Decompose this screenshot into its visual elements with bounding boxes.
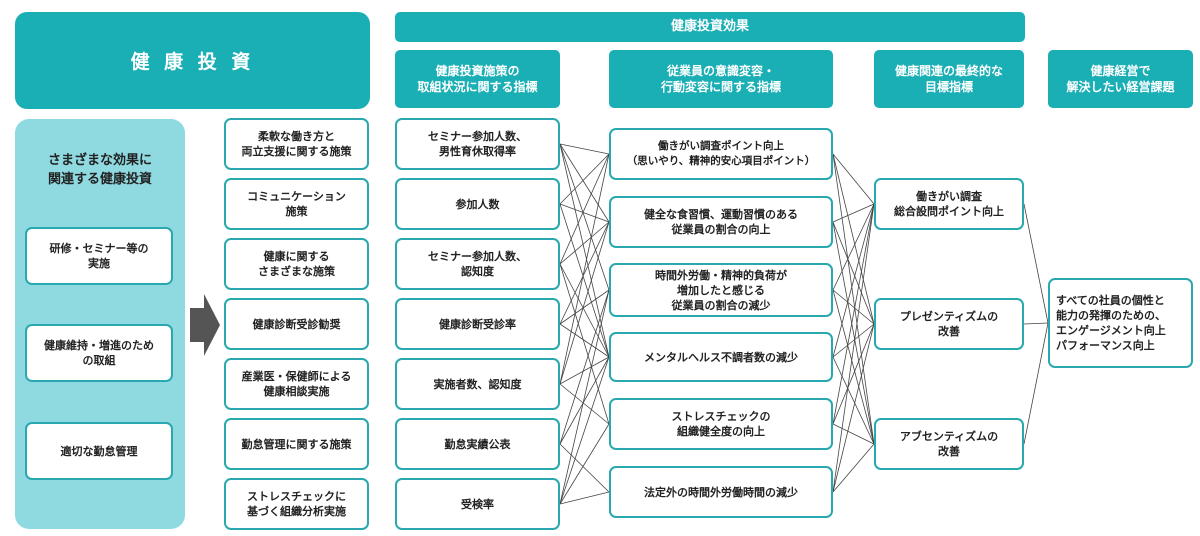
behavior-box: 健全な食習慣、運動習慣のある 従業員の割合の向上 — [609, 196, 833, 248]
goal-box: 働きがい調査 総合設問ポイント向上 — [874, 178, 1024, 230]
connector-line — [1023, 203, 1049, 324]
connector-line — [559, 143, 610, 155]
connector-line — [559, 289, 610, 505]
connector-line — [832, 443, 875, 493]
column-header-measures-indicator: 健康投資施策の 取組状況に関する指標 — [395, 50, 560, 108]
connector-line — [559, 221, 610, 385]
connector-line — [832, 221, 875, 445]
measure-box: ストレスチェックに 基づく組織分析実施 — [224, 478, 369, 530]
connector-line — [559, 263, 610, 425]
measure-box: 柔軟な働き方と 両立支援に関する施策 — [224, 118, 369, 170]
behavior-box: ストレスチェックの 組織健全度の向上 — [609, 398, 833, 450]
connector-line — [832, 323, 875, 425]
column-header-text: 健康経営で 解決したい経営課題 — [1066, 64, 1175, 94]
connector-line — [832, 203, 875, 358]
indicator-box: 実施者数、認知度 — [395, 358, 560, 410]
connector-line — [559, 203, 610, 358]
column-header-text: 健康関連の最終的な 目標指標 — [894, 64, 1003, 94]
connector-line — [559, 143, 610, 358]
connector-line — [559, 153, 610, 205]
indicator-box: 受検率 — [395, 478, 560, 530]
behavior-box: 働きがい調査ポイント向上 （思いやり、精神的安心項目ポイント） — [609, 128, 833, 180]
connector-line — [559, 221, 610, 265]
connector-line — [559, 356, 610, 445]
indicator-box: 参加人数 — [395, 178, 560, 230]
connector-line — [1023, 322, 1049, 445]
connector-line — [832, 289, 875, 445]
connector-line — [559, 423, 610, 505]
column-header-business-issue: 健康経営で 解決したい経営課題 — [1048, 50, 1193, 108]
connector-line — [559, 491, 610, 505]
investment-effect-header: 健康投資効果 — [395, 12, 1025, 42]
left-panel-item: 適切な勤怠管理 — [25, 422, 173, 480]
indicator-box: 健康診断受診率 — [395, 298, 560, 350]
connector-line — [559, 203, 610, 223]
connector-line — [832, 356, 875, 445]
connector-line — [832, 289, 875, 325]
measure-box: 健康診断受診勧奨 — [224, 298, 369, 350]
connector-line — [559, 356, 610, 505]
connector-line — [832, 153, 875, 445]
connector-line — [832, 203, 875, 291]
connector-line — [832, 203, 875, 223]
right-arrow-icon — [190, 294, 220, 356]
business-issue-box: すべての社員の個性と 能力の発揮のための、 エンゲージメント向上 パフォーマンス… — [1048, 278, 1193, 368]
connector-line — [832, 323, 875, 493]
connector-line — [559, 443, 610, 493]
measure-box: 勤怠管理に関する施策 — [224, 418, 369, 470]
connector-line — [559, 289, 610, 445]
indicator-box: セミナー参加人数、 男性育休取得率 — [395, 118, 560, 170]
measure-box: 産業医・保健師による 健康相談実施 — [224, 358, 369, 410]
connector-line — [832, 203, 875, 493]
behavior-box: 法定外の時間外労働時間の減少 — [609, 466, 833, 518]
connector-line — [832, 323, 875, 358]
connector-line — [832, 221, 875, 325]
left-panel-item: 研修・セミナー等の 実施 — [25, 227, 173, 285]
measure-box: 健康に関する さまざまな施策 — [224, 238, 369, 290]
health-investment-title-text: 健 康 投 資 — [130, 51, 255, 73]
connector-line — [559, 143, 610, 223]
column-header-text: 健康投資施策の 取組状況に関する指標 — [417, 64, 538, 94]
connector-line — [559, 221, 610, 325]
investment-effect-header-text: 健康投資効果 — [670, 19, 749, 34]
connector-line — [559, 143, 610, 291]
left-panel-title: さまざまな効果に 関連する健康投資 — [47, 153, 152, 187]
connector-line — [559, 356, 610, 385]
health-investment-title: 健 康 投 資 — [15, 12, 370, 109]
connector-line — [559, 289, 610, 325]
connector-line — [559, 153, 610, 265]
indicator-box: 勤怠実績公表 — [395, 418, 560, 470]
behavior-box: 時間外労働・精神的負荷が 増加したと感じる 従業員の割合の減少 — [609, 263, 833, 317]
connector-line — [832, 423, 875, 445]
behavior-box: メンタルヘルス不調者数の減少 — [609, 332, 833, 382]
connector-line — [559, 153, 610, 385]
measure-box: コミュニケーション 施策 — [224, 178, 369, 230]
connector-line — [559, 263, 610, 358]
connector-line — [832, 203, 875, 425]
connector-line — [832, 153, 875, 325]
indicator-box: セミナー参加人数、 認知度 — [395, 238, 560, 290]
connector-line — [832, 153, 875, 205]
connector-line — [1023, 322, 1049, 325]
connector-line — [559, 383, 610, 425]
left-panel-item: 健康維持・増進のため の取組 — [25, 324, 173, 382]
goal-box: アブセンティズムの 改善 — [874, 418, 1024, 470]
connector-line — [559, 323, 610, 358]
column-header-goal-indicator: 健康関連の最終的な 目標指標 — [874, 50, 1024, 108]
goal-box: プレゼンティズムの 改善 — [874, 298, 1024, 350]
left-panel: さまざまな効果に 関連する健康投資 研修・セミナー等の 実施 健康維持・増進のた… — [15, 119, 185, 529]
column-header-text: 従業員の意識変容・ 行動変容に関する指標 — [660, 64, 781, 94]
column-header-behavior-indicator: 従業員の意識変容・ 行動変容に関する指標 — [609, 50, 833, 108]
